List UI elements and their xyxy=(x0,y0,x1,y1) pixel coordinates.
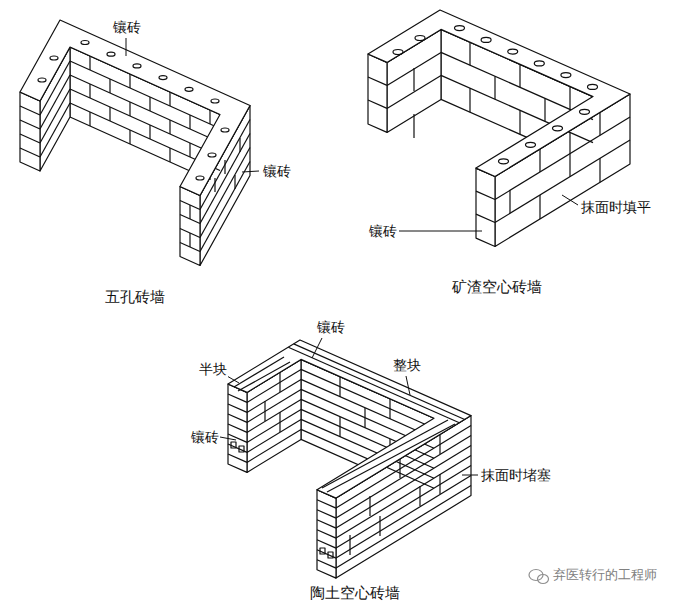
ceramic-hollow-brick-wall xyxy=(228,340,471,578)
wall-caption: 陶土空心砖墙 xyxy=(309,583,401,603)
plaster-note: 抹面时填平 xyxy=(580,198,652,216)
inset-brick-label: 镶砖 xyxy=(368,222,398,240)
leader-lines xyxy=(126,38,578,475)
inset-brick-label: 镶砖 xyxy=(316,318,346,336)
watermark-icon xyxy=(529,570,549,584)
wall-caption: 矿渣空心砖墙 xyxy=(451,277,543,297)
five-hole-brick-wall xyxy=(20,20,250,266)
whole-brick-label: 整块 xyxy=(392,356,422,374)
inset-brick-label: 镶砖 xyxy=(112,18,142,36)
half-brick-label: 半块 xyxy=(198,360,228,378)
wall-caption: 五孔砖墙 xyxy=(104,287,166,307)
watermark: 弃医转行的工程师 xyxy=(552,566,658,584)
inset-brick-label: 镶砖 xyxy=(190,428,220,446)
plaster-note: 抹面时堵塞 xyxy=(480,466,552,484)
inset-brick-label: 镶砖 xyxy=(262,162,292,180)
